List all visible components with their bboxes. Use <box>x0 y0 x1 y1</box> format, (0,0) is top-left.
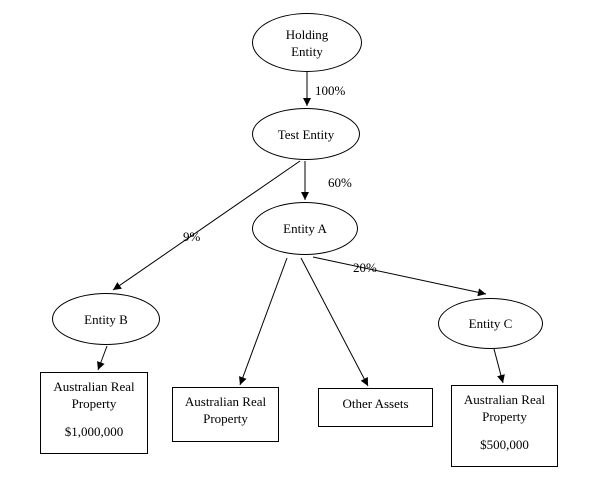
node-test-entity: Test Entity <box>252 108 360 160</box>
arrow-entity-b-to-asset <box>97 345 108 371</box>
node-entity-b: Entity B <box>52 293 160 345</box>
node-other-assets-label: Other Assets <box>342 396 409 411</box>
node-test-entity-label: Test Entity <box>277 126 335 142</box>
arrow-entity-a-to-australian-property <box>239 257 288 386</box>
node-australian-real-property-b-label: Australian Real Property <box>53 379 135 411</box>
node-australian-real-property-b: Australian Real Property $1,000,000 <box>40 372 148 454</box>
arrow-entity-a-to-other-assets <box>300 257 369 387</box>
arrow-entity-c-to-asset <box>493 348 505 384</box>
node-entity-b-label: Entity B <box>84 311 128 327</box>
edge-label-20-percent: 20% <box>353 260 377 275</box>
arrow-test-to-entity-b <box>112 160 301 291</box>
node-entity-a-label: Entity A <box>283 221 327 236</box>
arrow-entity-a-to-entity-c <box>312 256 487 297</box>
node-holding-entity: Holding Entity <box>252 13 362 72</box>
edge-label-100-percent: 100% <box>315 83 346 98</box>
edge-label-60-percent: 60% <box>328 175 352 190</box>
node-other-assets: Other Assets <box>318 388 433 427</box>
node-australian-real-property-c: Australian Real Property $500,000 <box>451 385 558 467</box>
node-entity-c: Entity C <box>438 298 543 349</box>
node-australian-real-property-b-value: $1,000,000 <box>64 424 124 439</box>
node-australian-real-property-a: Australian Real Property <box>172 387 279 442</box>
node-australian-real-property-a-label: Australian Real Property <box>184 394 267 426</box>
node-holding-entity-label: Holding Entity <box>285 26 329 59</box>
node-entity-c-label: Entity C <box>468 316 513 331</box>
node-australian-real-property-c-value: $500,000 <box>480 437 529 452</box>
edge-label-9-percent: 9% <box>183 229 201 244</box>
node-entity-a: Entity A <box>252 202 358 255</box>
node-australian-real-property-c-label: Australian Real Property <box>463 392 546 424</box>
